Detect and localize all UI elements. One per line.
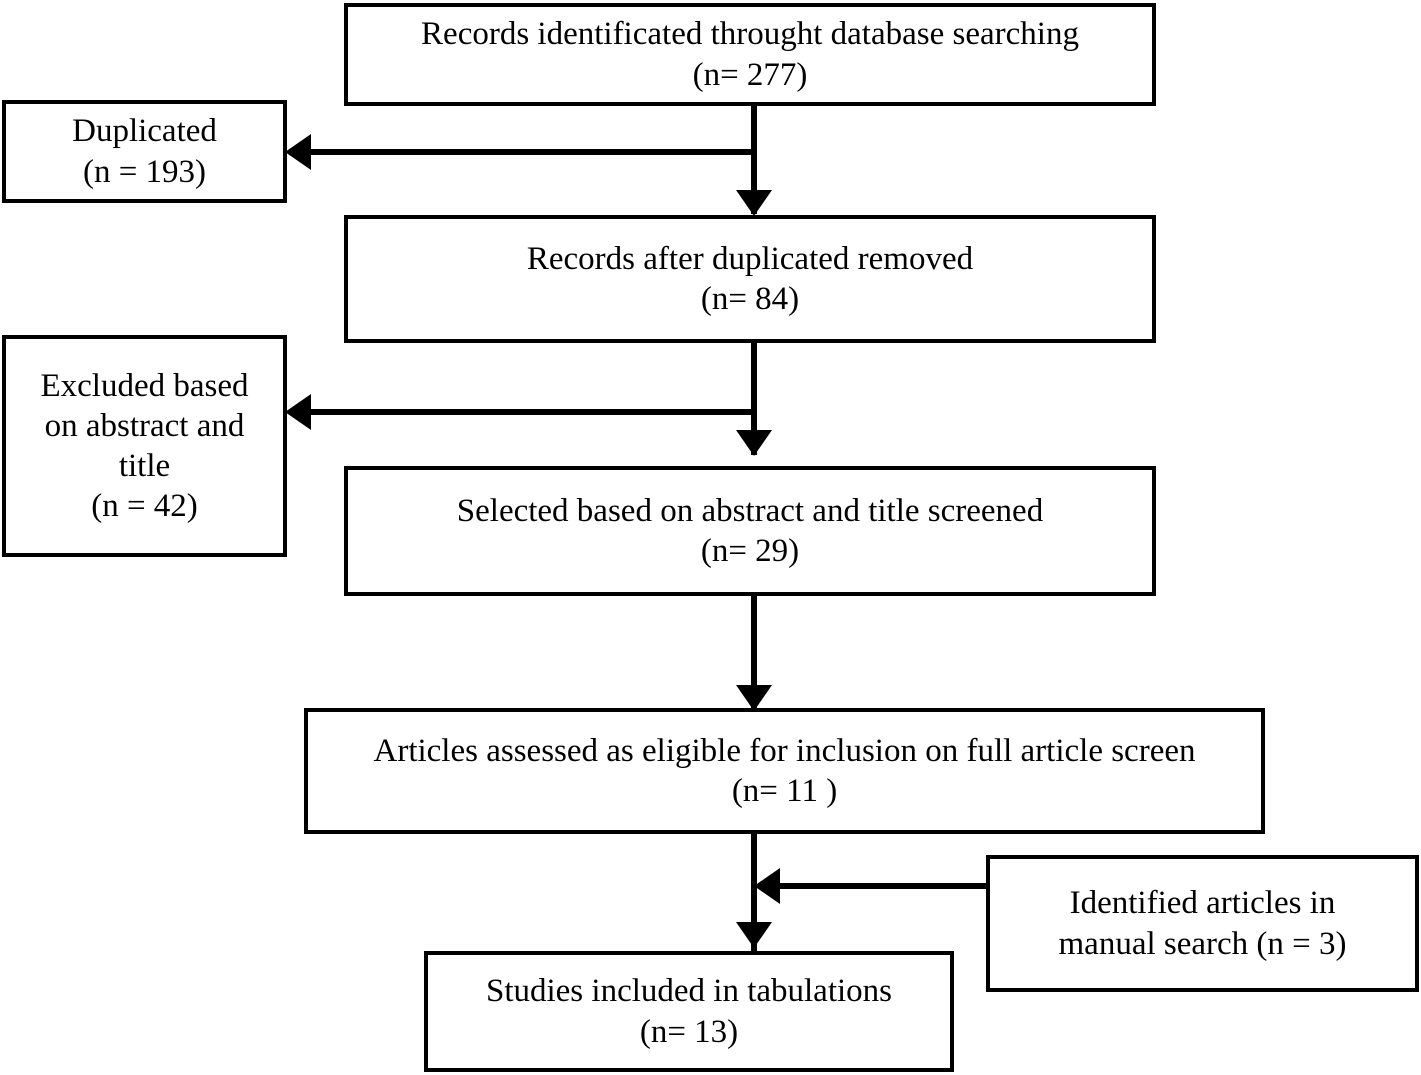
duplicated-label: Duplicated <box>72 113 217 150</box>
box-duplicated: Duplicated (n = 193) <box>2 100 287 203</box>
arrowhead-selected-to-eligible <box>736 685 772 711</box>
duplicated-count: (n = 193) <box>82 153 207 190</box>
box-studies-included: Studies included in tabulations (n= 13) <box>424 951 954 1072</box>
excluded-line-3: title <box>118 448 171 484</box>
connector-selected-to-eligible <box>751 595 757 710</box>
box-articles-eligible: Articles assessed as eligible for inclus… <box>304 708 1265 834</box>
studies-included-label: Studies included in tabulations <box>485 973 893 1010</box>
manual-search-line-2: manual search (n = 3) <box>1058 925 1347 962</box>
after-duplicates-label: Records after duplicated removed <box>526 240 974 277</box>
arrowhead-eligible-to-included <box>736 922 772 948</box>
box-selected-screened: Selected based on abstract and title scr… <box>344 466 1156 596</box>
excluded-line-2: on abstract and <box>44 407 245 444</box>
manual-search-line-1: Identified articles in <box>1069 885 1336 922</box>
connector-after-duplicates-to-selected <box>751 342 757 455</box>
connector-identified-to-duplicated <box>305 149 754 155</box>
connector-after-duplicates-to-excluded <box>305 409 754 415</box>
arrowhead-after-duplicates-to-selected <box>736 430 772 456</box>
box-records-after-duplicates: Records after duplicated removed (n= 84) <box>344 215 1156 343</box>
box-excluded-abstract-title: Excluded based on abstract and title (n … <box>2 335 287 557</box>
after-duplicates-count: (n= 84) <box>700 281 800 317</box>
studies-included-count: (n= 13) <box>639 1013 739 1050</box>
box-records-identified: Records identificated throught database … <box>344 3 1156 106</box>
arrowhead-identified-to-after-duplicates <box>736 190 772 216</box>
arrowhead-identified-to-duplicated <box>285 134 311 170</box>
connector-identified-to-after-duplicates <box>751 104 757 214</box>
eligible-label: Articles assessed as eligible for inclus… <box>373 732 1196 769</box>
arrowhead-after-duplicates-to-excluded <box>285 394 311 430</box>
box-manual-search: Identified articles in manual search (n … <box>986 855 1419 992</box>
selected-count: (n= 29) <box>700 533 800 569</box>
eligible-count: (n= 11 ) <box>731 773 838 809</box>
excluded-line-1: Excluded based <box>40 367 249 404</box>
arrowhead-manual-to-included <box>754 868 780 904</box>
excluded-count: (n = 42) <box>91 488 198 525</box>
records-identified-line-1: Records identificated throught database … <box>421 16 1079 53</box>
connector-manual-to-included <box>775 883 987 889</box>
records-identified-count: (n= 277) <box>692 56 808 93</box>
selected-label: Selected based on abstract and title scr… <box>456 492 1044 529</box>
